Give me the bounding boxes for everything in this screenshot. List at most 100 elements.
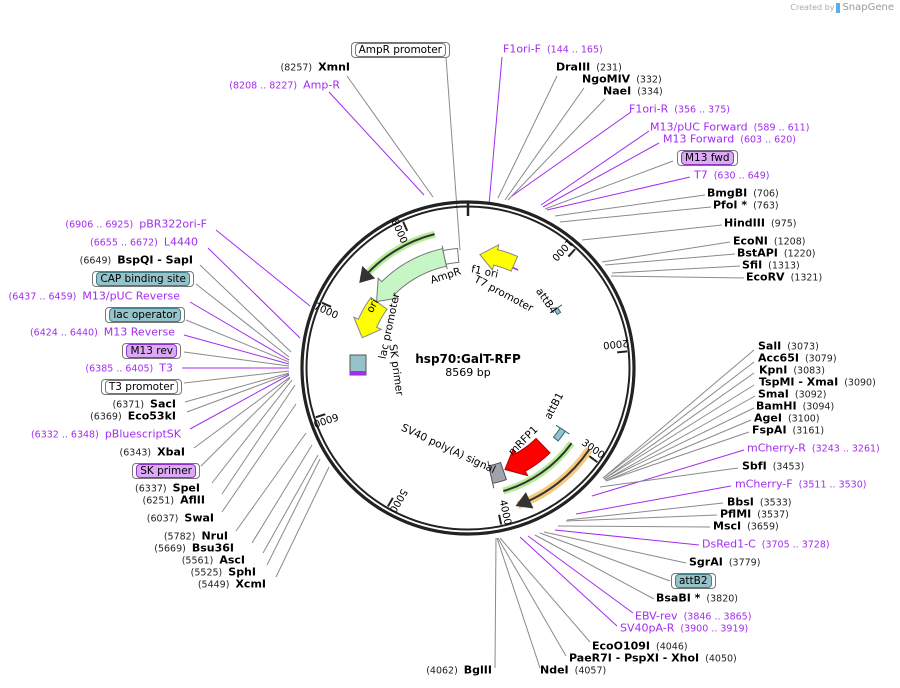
site-position: (6437 .. 6459)	[8, 291, 77, 303]
primer-l4440[interactable]: (6655 .. 6672)L4440	[84, 236, 198, 250]
feature-attb2[interactable]: attB2	[671, 573, 716, 589]
primer-mcherry-r[interactable]: mCherry-R(3243 .. 3261)	[747, 442, 886, 456]
site-name: NruI	[201, 529, 228, 543]
connector-line	[581, 224, 723, 241]
primer-t3[interactable]: (6385 .. 6405)T3	[79, 361, 173, 376]
enzyme-site-ecorv[interactable]: EcoRV(1321)	[746, 271, 828, 285]
enzyme-site-bsu36i[interactable]: (5669)Bsu36I	[148, 542, 234, 556]
connector-line	[603, 384, 755, 480]
primer-m13-puc-forward[interactable]: M13/pUC Forward(589 .. 611)	[650, 121, 815, 135]
enzyme-site-swai[interactable]: (6037)SwaI	[141, 512, 214, 526]
feature-ampr-promoter[interactable]: AmpR promoter	[350, 42, 450, 58]
enzyme-site-bmgbi[interactable]: BmgBI(706)	[707, 187, 785, 201]
enzyme-site-xcmi[interactable]: (5449)XcmI	[192, 578, 266, 592]
primer-sv40pa-r[interactable]: SV40pA-R(3900 .. 3919)	[620, 622, 754, 636]
primer-m13-puc-reverse[interactable]: (6437 .. 6459)M13/pUC Reverse	[3, 290, 180, 304]
primer-pbr322ori-f[interactable]: (6906 .. 6925)pBR322ori-F	[59, 218, 207, 232]
enzyme-site-draiii[interactable]: DraIII(231)	[556, 61, 628, 75]
site-name: T7	[694, 168, 708, 182]
primer-ebv-rev[interactable]: EBV-rev(3846 .. 3865)	[635, 610, 757, 624]
enzyme-site-smai[interactable]: SmaI(3092)	[758, 388, 833, 402]
site-position: (356 .. 375)	[674, 104, 731, 116]
enzyme-site-bglii[interactable]: (4062)BglII	[420, 664, 492, 678]
site-name: NaeI	[603, 84, 632, 98]
enzyme-site-sphi[interactable]: (5525)SphI	[185, 566, 256, 580]
primer-pbluescriptsk[interactable]: (6332 .. 6348)pBluescriptSK	[25, 428, 181, 442]
connector-line	[543, 531, 687, 564]
primer-mcherry-f[interactable]: mCherry-F(3511 .. 3530)	[735, 478, 872, 492]
primer-f1ori-r[interactable]: F1ori-R(356 .. 375)	[629, 103, 736, 117]
enzyme-site-naei[interactable]: NaeI (334)	[603, 84, 669, 99]
connector-line	[488, 56, 503, 206]
primer-dsred1-c[interactable]: DsRed1-C(3705 .. 3728)	[702, 538, 836, 552]
enzyme-site-econi[interactable]: EcoNI(1208)	[733, 235, 811, 249]
enzyme-site-bstapi[interactable]: BstAPI(1220)	[737, 247, 821, 261]
enzyme-site-spei[interactable]: (6337)SpeI	[129, 482, 200, 496]
enzyme-site-paer7i-pspxi-xhoi[interactable]: PaeR7I - PspXI - XhoI(4050)	[569, 652, 743, 666]
site-position: (3090)	[844, 377, 876, 389]
enzyme-site-ecoo109i[interactable]: EcoO109I(4046)	[592, 640, 694, 654]
enzyme-site-ngomiv[interactable]: NgoMIV(332)	[582, 73, 668, 87]
connector-line	[266, 458, 321, 566]
connector-line	[328, 91, 425, 196]
feature-sk-primer[interactable]: SK primer	[132, 463, 200, 479]
enzyme-site-eco53ki[interactable]: (6369)Eco53kI	[84, 410, 176, 424]
site-name: T3	[159, 361, 173, 375]
enzyme-site-hindiii[interactable]: HindIII(975)	[724, 217, 803, 231]
feature-t3-promoter[interactable]: T3 promoter	[100, 379, 182, 395]
connector-line	[504, 87, 585, 201]
plasmid-length: 8569 bp	[445, 366, 491, 379]
enzyme-site-ndei[interactable]: NdeI(4057)	[540, 664, 612, 678]
feature-box-label: AmpR promoter	[354, 43, 446, 57]
feature-m13-fwd[interactable]: M13 fwd	[677, 150, 738, 166]
enzyme-site-sgrai[interactable]: SgrAI(3779)	[689, 556, 766, 570]
ampr-feature-arrow	[376, 248, 447, 303]
feature-cap-binding-site[interactable]: CAP binding site	[92, 271, 194, 287]
connector-line	[207, 247, 301, 339]
site-position: (334)	[637, 86, 663, 98]
enzyme-site-xmni[interactable]: (8257)XmnI	[275, 61, 350, 75]
enzyme-site-agei[interactable]: AgeI(3100)	[754, 412, 826, 426]
primer-m13-reverse[interactable]: (6424 .. 6440)M13 Reverse	[24, 326, 175, 340]
primer-m13-forward[interactable]: M13 Forward(603 .. 620)	[663, 133, 802, 147]
enzyme-site-xbai[interactable]: (6343)XbaI	[114, 445, 185, 460]
enzyme-site-saci[interactable]: (6371)SacI	[106, 398, 176, 412]
brand-name: SnapGene	[842, 2, 894, 13]
enzyme-site-nrui[interactable]: (5782)NruI	[158, 529, 228, 544]
primer-amp-r[interactable]: (8208 .. 8227)Amp-R	[223, 78, 340, 93]
enzyme-site-bspqi-sapi[interactable]: (6649)BspQI - SapI	[74, 254, 193, 268]
enzyme-site-sbfi[interactable]: SbfI(3453)	[742, 460, 810, 474]
enzyme-site-sali[interactable]: SalI(3073)	[758, 340, 825, 354]
site-name: XbaI	[157, 445, 185, 459]
enzyme-site-fspai[interactable]: FspAI(3161)	[752, 424, 830, 438]
feature-box-label: T3 promoter	[104, 380, 178, 394]
site-name: Amp-R	[303, 78, 340, 92]
enzyme-site-sfii[interactable]: SfiI(1313)	[742, 258, 806, 273]
attb1-site	[552, 424, 570, 442]
enzyme-site-bbsi[interactable]: BbsI(3533)	[727, 496, 798, 510]
enzyme-site-bsabi[interactable]: BsaBI *(3820)	[656, 592, 744, 606]
connector-line	[565, 514, 718, 522]
connector-line	[497, 537, 567, 657]
enzyme-site-bamhi[interactable]: BamHI(3094)	[756, 400, 840, 414]
enzyme-site-acc65i[interactable]: Acc65I(3079)	[758, 352, 843, 366]
connector-line	[199, 264, 292, 353]
connector-line	[603, 372, 755, 480]
feature-m13-rev[interactable]: M13 rev	[122, 343, 181, 359]
enzyme-site-tspmi-xmai[interactable]: TspMI - XmaI (3090)	[759, 375, 882, 390]
connector-line	[499, 537, 591, 643]
site-name: TspMI - XmaI	[759, 375, 839, 389]
primer-f1ori-f[interactable]: F1ori-F(144 .. 165)	[503, 43, 609, 57]
ori-arrow	[352, 296, 388, 339]
enzyme-site-aflii[interactable]: (6251)AflII	[137, 494, 205, 508]
enzyme-site-kpni[interactable]: KpnI(3083)	[759, 364, 831, 378]
enzyme-site-asci[interactable]: (5561)AscI	[176, 554, 245, 568]
site-name: SfiI	[742, 258, 763, 272]
enzyme-site-pflmi[interactable]: PflMI(3537)	[720, 508, 795, 522]
primer-t7[interactable]: T7(630 .. 649)	[694, 168, 775, 183]
ruler-tick	[498, 514, 503, 525]
enzyme-site-msci[interactable]: MscI(3659)	[713, 520, 785, 534]
feature-lac-operator[interactable]: lac operator	[105, 307, 185, 323]
mrfp1-arrow	[504, 437, 551, 477]
enzyme-site-pfoi[interactable]: PfoI *(763)	[713, 199, 785, 213]
